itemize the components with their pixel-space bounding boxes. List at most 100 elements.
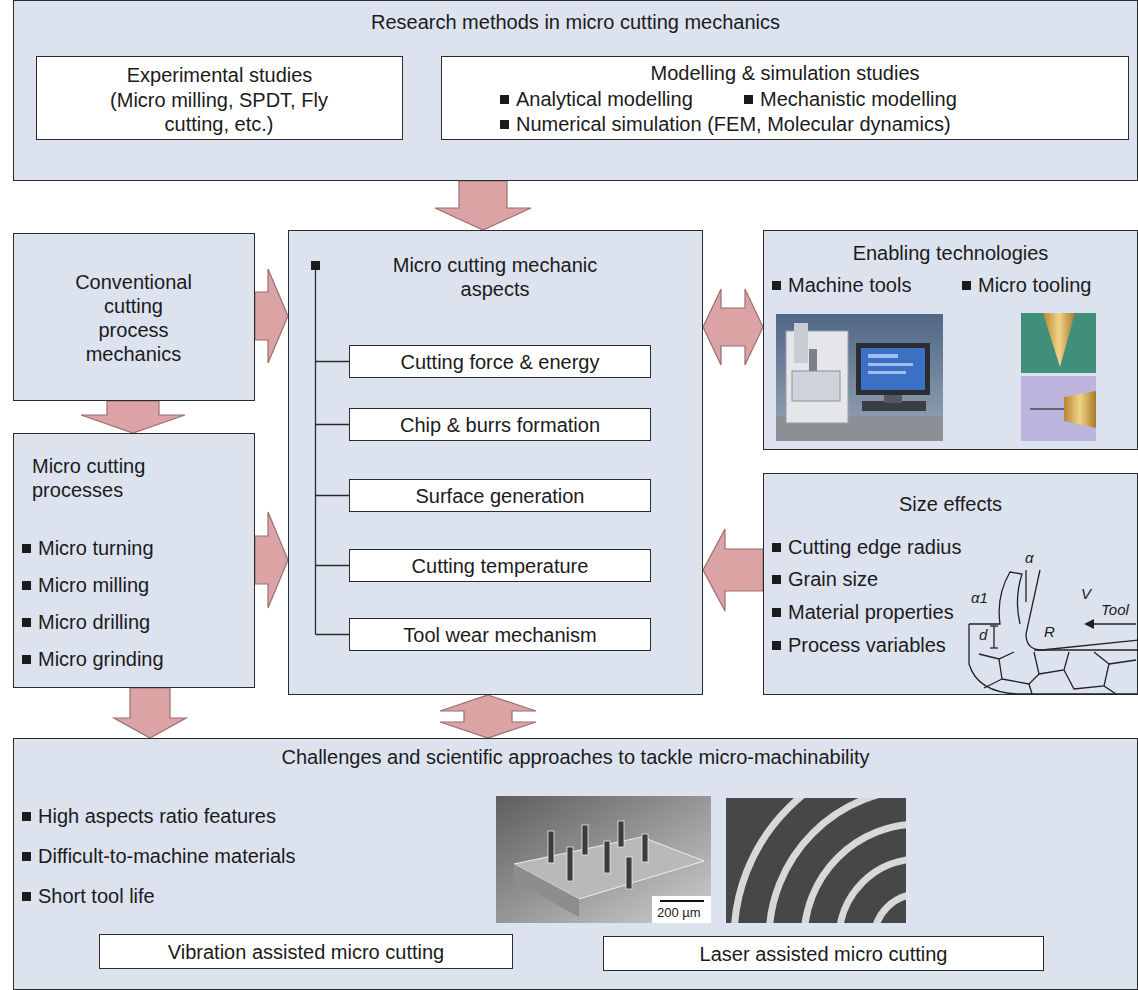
illustration-part [868,354,898,358]
bullet-item: Material properties [772,600,954,624]
section-panel: Conventional cutting process mechanics [13,233,255,401]
illustration-part [1025,570,1026,602]
illustration-part [567,847,573,881]
section-panel: Size effectsCutting edge radiusGrain siz… [763,473,1138,695]
sketch-label: d [979,626,987,644]
illustration-part [804,824,906,923]
box-text: Micro grinding [38,647,164,671]
bullet-item: Micro drilling [22,610,150,634]
bullet-square [22,581,31,590]
illustration-part [979,652,1014,659]
box-heading: Tool wear mechanism [403,623,596,647]
illustration-part [316,424,350,425]
bullet-item: Difficult-to-machine materials [22,844,296,868]
approach-box: Laser assisted micro cutting [603,936,1044,971]
box-text: Cutting edge radius [788,535,961,559]
illustration-part [315,270,316,635]
illustration-part [792,371,840,401]
illustration-part [548,831,554,863]
block-arrow [703,289,763,365]
sketch-label: Tool [1101,601,1129,619]
illustration-part [874,894,906,923]
bullet-square [500,95,509,104]
bullet-item: Machine tools [772,273,911,297]
bullet-item: High aspects ratio features [22,804,276,828]
illustration-part [1034,649,1138,650]
block-arrow [435,181,531,230]
illustration-part [1002,652,1039,684]
box-heading: Research methods in micro cutting mechan… [371,10,780,34]
process-box: Experimental studies(Micro milling, SPDT… [36,56,403,140]
bullet-square [500,120,509,129]
illustration-part [1021,376,1096,441]
illustration-part [794,323,808,363]
illustration-part [316,361,350,362]
illustration-part [1021,313,1096,373]
section-panel: Challenges and scientific approaches to … [13,738,1138,990]
illustration-part [984,659,1002,688]
bullet-square [22,852,31,861]
bullet-square [22,618,31,627]
box-heading: Chip & burrs formation [400,413,600,437]
process-box: Modelling & simulation studiesAnalytical… [441,56,1129,140]
bullet-item: Micro turning [22,536,154,560]
box-text: Grain size [788,567,878,591]
box-text: Numerical simulation (FEM, Molecular dyn… [516,112,951,136]
bullet-square [962,281,971,290]
bullet-item: Mechanistic modelling [744,87,957,111]
box-heading: Micro cutting mechanic aspects [375,253,615,301]
illustration-part [734,798,906,923]
box-text: (Micro milling, SPDT, Fly cutting, etc.) [94,88,344,136]
block-arrow [81,401,185,433]
bullet-square [22,544,31,553]
block-arrow [255,512,288,608]
box-text: Machine tools [788,273,911,297]
bullet-square [22,812,31,821]
illustration-part [809,349,817,371]
illustration-part [734,798,906,923]
box-heading: Laser assisted micro cutting [700,942,948,966]
illustration-part [1030,408,1064,410]
box-heading: Size effects [899,492,1002,516]
bullet-square [744,95,753,104]
illustration-part [1092,623,1136,624]
box-heading: Vibration assisted micro cutting [168,940,444,964]
sketch-label: R [1044,623,1055,641]
illustration-part [660,900,704,902]
illustration-part [1064,652,1109,689]
illustration-part [604,841,610,873]
box-heading: Micro cutting processes [32,454,212,502]
illustration-part [884,395,902,403]
bullet-square [22,655,31,664]
illustration-part [618,821,624,847]
block-arrow [440,695,536,738]
bullet-item: Process variables [772,633,946,657]
scale-label: 200 µm [655,905,703,921]
illustration-part [993,626,994,648]
aspect-box: Cutting temperature [349,549,651,582]
illustration-part [1109,660,1136,664]
section-panel: Micro cutting mechanic aspectsCutting fo… [288,230,703,695]
illustration-part [776,314,943,441]
approach-box: Vibration assisted micro cutting [99,934,513,969]
illustration-part [868,363,913,366]
block-arrow [114,688,186,738]
box-heading: Modelling & simulation studies [650,61,919,85]
box-text: Micro tooling [978,273,1091,297]
bullet-square [22,892,31,901]
illustration-part [316,565,350,566]
illustration-part [1104,686,1116,694]
illustration-part [626,857,632,889]
sketch-label: α [1025,549,1034,567]
illustration-part [769,798,906,923]
block-arrow [703,529,763,611]
block-arrow [255,269,288,363]
box-text: Difficult-to-machine materials [38,844,296,868]
illustration-part [969,570,1138,694]
illustration-part [856,343,930,395]
bullet-square [772,543,781,552]
box-heading: Surface generation [415,484,584,508]
illustration-part [316,495,350,496]
bullet-square [772,608,781,617]
